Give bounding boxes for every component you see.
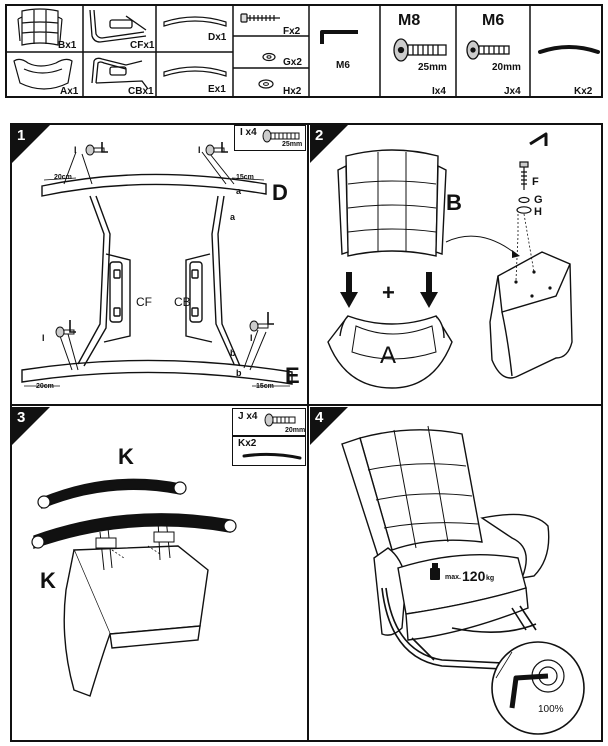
step1-rocker-e-label: E	[285, 363, 300, 388]
part-b-label: Bx1	[58, 40, 77, 51]
step1-cb-label: CB	[174, 295, 191, 309]
step2-backrest-label: B	[446, 190, 462, 215]
step2-screw-f-label: F	[532, 176, 539, 188]
part-d-label: Dx1	[208, 32, 227, 43]
bolt-i-length-label: 25mm	[418, 62, 447, 73]
bolt-i-size-label: M8	[398, 12, 421, 29]
step3-armrest-k-label-top: K	[118, 444, 134, 469]
step3-hw-qty: J x4	[238, 411, 258, 422]
step3-armrest-assembly-drawing	[31, 478, 237, 697]
bolt-j-size-label: M6	[482, 12, 505, 29]
allen-key-size-label: M6	[336, 60, 350, 71]
step1-point-b-1: b	[230, 348, 236, 358]
step4-marker	[310, 407, 348, 445]
bolt-i-icon	[393, 38, 447, 62]
part-f-label: Fx2	[283, 26, 301, 37]
step1-number: 1	[17, 127, 26, 144]
part-a-seat-drawing	[13, 58, 73, 90]
step1-dim-15cm-top: 15cm	[236, 174, 254, 181]
step1-hw-length: 25mm	[282, 141, 303, 148]
part-cf-label: CFx1	[130, 40, 155, 51]
bolt-j-icon	[466, 40, 510, 60]
part-b-backrest-drawing	[17, 8, 63, 46]
part-cf-frame-drawing	[89, 9, 147, 43]
step1-point-a-2: a	[230, 212, 236, 222]
parts-table	[5, 4, 603, 98]
step1-rocker-d-label: D	[272, 180, 288, 205]
step1-dim-20cm-bottom: 20cm	[36, 383, 54, 390]
step2-seat-back-assembly-drawing	[327, 132, 573, 389]
part-h-washer-icon	[258, 79, 274, 89]
bolt-i-qty-label: Ix4	[432, 86, 446, 97]
step1-dim-20cm-top: 20cm	[54, 174, 72, 181]
step3-armrest-qty: Kx2	[238, 438, 257, 449]
step4-weight-unit: kg	[486, 575, 495, 582]
part-g-label: Gx2	[283, 57, 302, 68]
steps-frame	[10, 123, 603, 742]
step1-point-a-1: a	[236, 186, 242, 196]
step2-number: 2	[315, 127, 324, 144]
step2-plus-sign: +	[382, 280, 395, 305]
step1-point-b-2: b	[236, 368, 242, 378]
part-a-label: Ax1	[60, 86, 79, 97]
step3-hw-length: 20mm	[285, 427, 306, 434]
bolt-j-length-label: 20mm	[492, 62, 521, 73]
step2-washer-h-label: H	[534, 206, 542, 218]
step4-max-label: max.	[445, 574, 461, 581]
step4-weight-value: 120	[462, 568, 486, 584]
step3-armrest-k-label-bottom: K	[40, 568, 56, 593]
part-f-screw-icon	[240, 13, 280, 23]
part-g-washer-icon	[262, 52, 276, 62]
step1-bolt-label-4: I	[250, 333, 253, 343]
step1-cf-label: CF	[136, 295, 152, 309]
part-cb-label: CBx1	[128, 86, 154, 97]
step3-armrest-icon	[242, 452, 302, 460]
step1-marker	[12, 125, 50, 163]
step2-seat-label: A	[380, 342, 397, 369]
step3-number: 3	[17, 409, 26, 426]
step1-frame-assembly-drawing	[21, 142, 293, 387]
step3-armrest-box	[232, 436, 306, 466]
step1-bolt-label-2: I	[198, 145, 201, 155]
part-h-label: Hx2	[283, 86, 302, 97]
step4-tighten-percent: 100%	[538, 704, 564, 715]
step1-bolt-icon	[262, 129, 300, 143]
step1-bolt-label-3: I	[42, 333, 45, 343]
step3-bolt-icon	[264, 413, 296, 427]
step4-number: 4	[315, 409, 324, 426]
part-d-rocker-drawing	[163, 16, 227, 27]
step1-bolt-label-1: I	[74, 145, 77, 155]
step2-marker	[310, 125, 348, 163]
allen-key-icon	[320, 30, 358, 44]
parts-grid-lines	[6, 5, 531, 97]
step4-finished-chair-drawing	[341, 425, 585, 735]
bolt-j-qty-label: Jx4	[504, 86, 521, 97]
step3-marker	[12, 407, 50, 445]
part-k-label: Kx2	[574, 86, 593, 97]
part-k-armrest-drawing	[538, 45, 600, 54]
part-e-label: Ex1	[208, 84, 226, 95]
step1-dim-15cm-bottom: 15cm	[256, 383, 274, 390]
part-e-rocker-drawing	[163, 66, 227, 77]
step2-washer-g-label: G	[534, 194, 543, 206]
step1-hw-qty: I x4	[240, 127, 257, 138]
part-cb-frame-drawing	[91, 57, 149, 90]
